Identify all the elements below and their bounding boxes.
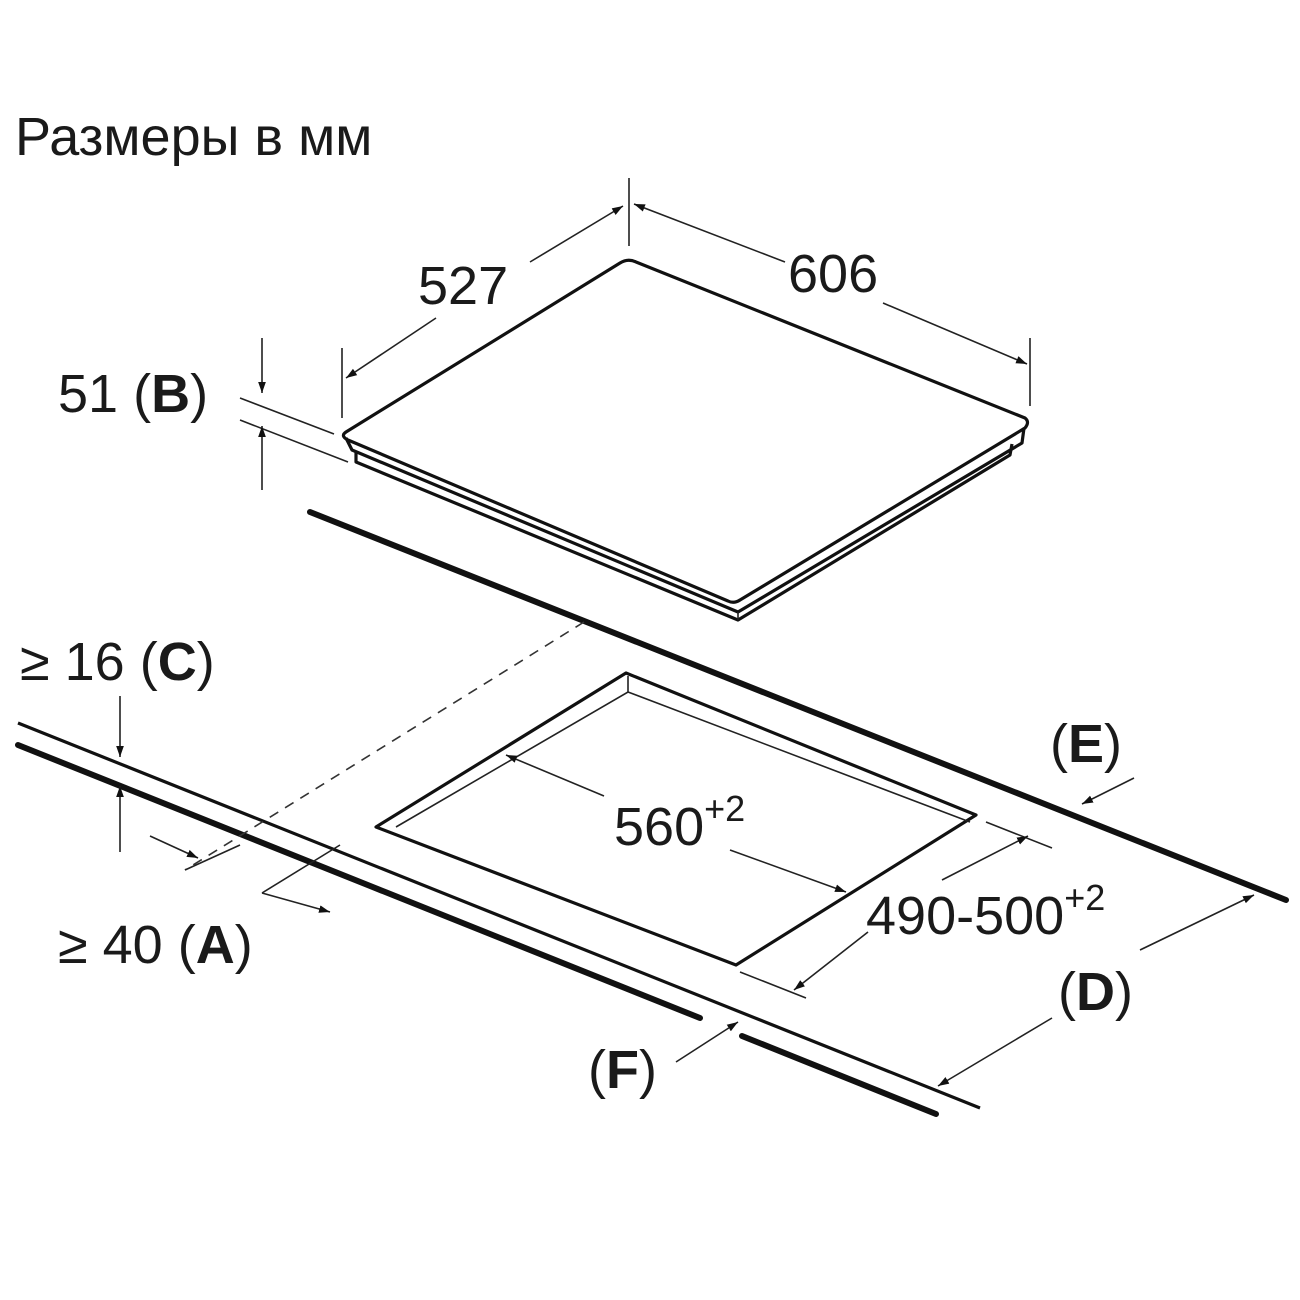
hob-depth-label: 527 [418, 256, 508, 316]
clearance-f-label: (F) [588, 1040, 657, 1100]
ext-line-cutout-front [739, 971, 807, 999]
ext-line-a [184, 844, 241, 871]
ext-line-cutout-back [985, 821, 1053, 849]
clearance-c-label: ≥ 16 (C) [20, 632, 215, 692]
cutout-outer [374, 671, 978, 967]
worktop-front-edge-left [15, 742, 703, 1021]
ext-line-a-2 [261, 844, 341, 894]
dimension-51-b: 51 (B) [58, 338, 349, 490]
dim-arrow-f [675, 1021, 739, 1063]
dimension-a: ≥ 40 (A) [58, 835, 341, 975]
dim-line-527-a [529, 205, 624, 263]
cutout-drawing [374, 671, 978, 967]
dimension-560: 560+2 [505, 754, 847, 893]
diagram-title: Размеры в мм [15, 107, 372, 167]
dimension-490-500: 490-500+2 [739, 821, 1105, 999]
clearance-d-label: (D) [1058, 962, 1133, 1022]
dimension-e: (E) [1050, 714, 1135, 805]
worktop-front-edge-right [739, 1033, 939, 1117]
hob-width-label: 606 [788, 244, 878, 304]
dimension-c: ≥ 16 (C) [20, 632, 215, 852]
hob-glass-top [341, 258, 1030, 604]
dim-arrow-a-2 [261, 892, 331, 913]
dim-line-490-b [793, 931, 869, 991]
cutout-depth-label: 490-500+2 [866, 877, 1105, 946]
dimension-527: 527 [341, 205, 624, 418]
cutout-width-label: 560+2 [614, 788, 745, 857]
dimension-606: 606 [628, 178, 1031, 406]
dim-line-606-b [882, 302, 1028, 365]
worktop-front-top-line [17, 721, 981, 1110]
dim-arrow-d-2 [937, 1017, 1053, 1087]
hob-height-label: 51 (B) [58, 364, 208, 424]
dim-line-490-a [941, 835, 1029, 881]
hob-drawing [341, 258, 1030, 622]
dim-line-560-a [505, 754, 605, 797]
hob-body [354, 443, 1014, 622]
dim-line-560-b [729, 849, 847, 893]
dim-line-527-b [345, 317, 437, 379]
dim-arrow-e [1081, 777, 1135, 805]
hidden-edge-line [184, 621, 585, 871]
dim-line-606-a [633, 203, 786, 263]
dimension-d: (D) [937, 894, 1255, 1087]
dim-arrow-d-1 [1139, 894, 1255, 951]
worktop-back-edge [307, 509, 1289, 903]
dim-arrow-a-1 [149, 835, 199, 859]
dimension-f: (F) [588, 1021, 739, 1100]
clearance-e-label: (E) [1050, 714, 1122, 774]
ext-line-b-top [239, 397, 335, 435]
worktop-drawing [15, 509, 1289, 1117]
clearance-a-label: ≥ 40 (A) [58, 915, 253, 975]
ext-line-b-bottom [239, 419, 349, 463]
